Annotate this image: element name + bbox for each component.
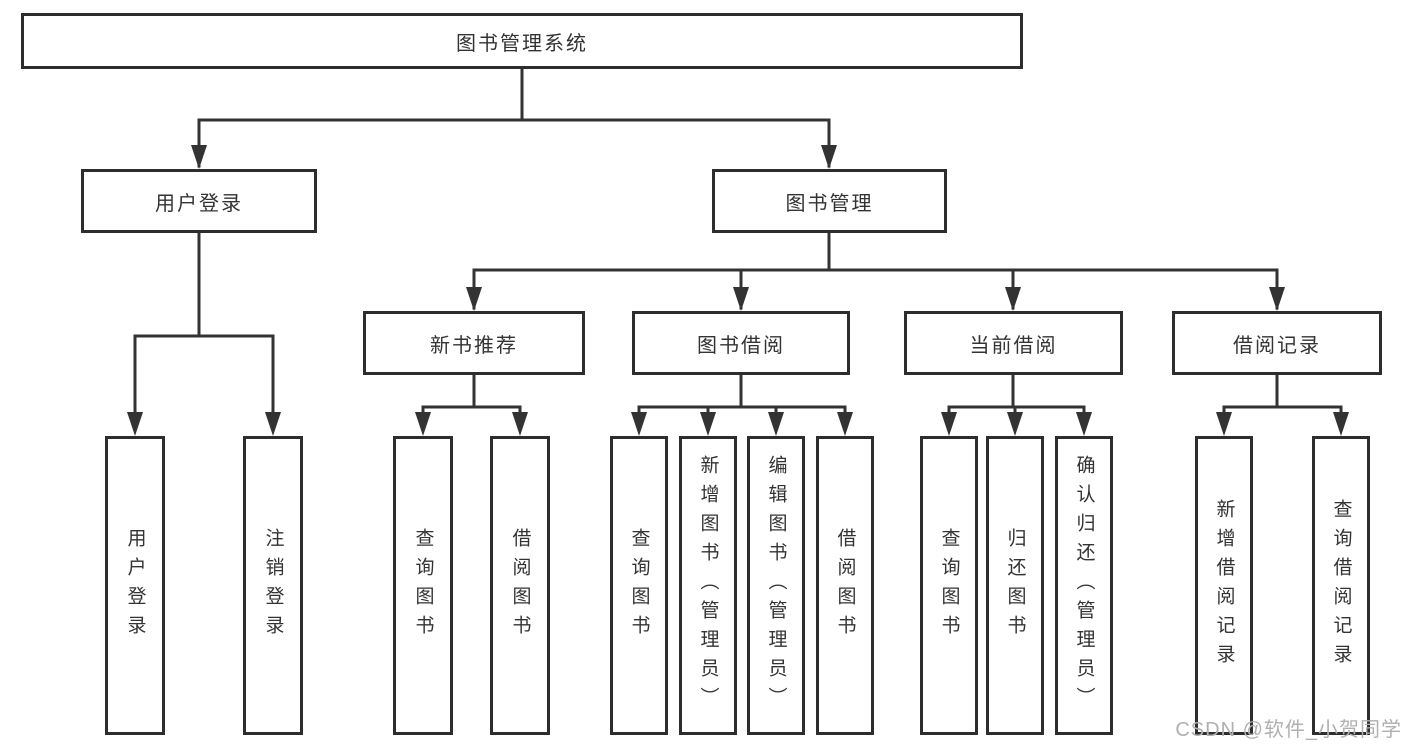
leaf-newbook-borrow-books: 借阅图书 — [490, 436, 550, 735]
node-new-book-recommend: 新书推荐 — [363, 311, 585, 375]
leaf-records-query-record: 查询借阅记录 — [1312, 436, 1370, 735]
leaf-records-add-record: 新增借阅记录 — [1195, 436, 1253, 735]
node-borrowing-records: 借阅记录 — [1172, 311, 1382, 375]
leaf-newbook-query-books: 查询图书 — [393, 436, 453, 735]
arrowhead-icons — [127, 145, 1349, 436]
connector-lines — [133, 67, 1343, 432]
leaf-current-return-books: 归还图书 — [986, 436, 1044, 735]
leaf-borrowing-edit-books-admin: 编辑图书（管理员） — [747, 436, 805, 735]
node-current-borrowing: 当前借阅 — [904, 311, 1123, 375]
node-book-management: 图书管理 — [712, 169, 947, 233]
leaf-current-confirm-return-admin: 确认归还（管理员） — [1055, 436, 1113, 735]
leaf-user-login: 用户登录 — [105, 436, 165, 735]
leaf-borrowing-query-books: 查询图书 — [610, 436, 668, 735]
leaf-current-query-books: 查询图书 — [920, 436, 978, 735]
node-root: 图书管理系统 — [21, 13, 1023, 69]
leaf-borrowing-add-books-admin: 新增图书（管理员） — [679, 436, 737, 735]
leaf-borrowing-borrow-books: 借阅图书 — [816, 436, 874, 735]
node-user-login: 用户登录 — [81, 169, 317, 233]
leaf-logout: 注销登录 — [243, 436, 303, 735]
watermark: CSDN @软件_小贺同学 — [1175, 719, 1402, 741]
node-book-borrowing: 图书借阅 — [632, 311, 850, 375]
